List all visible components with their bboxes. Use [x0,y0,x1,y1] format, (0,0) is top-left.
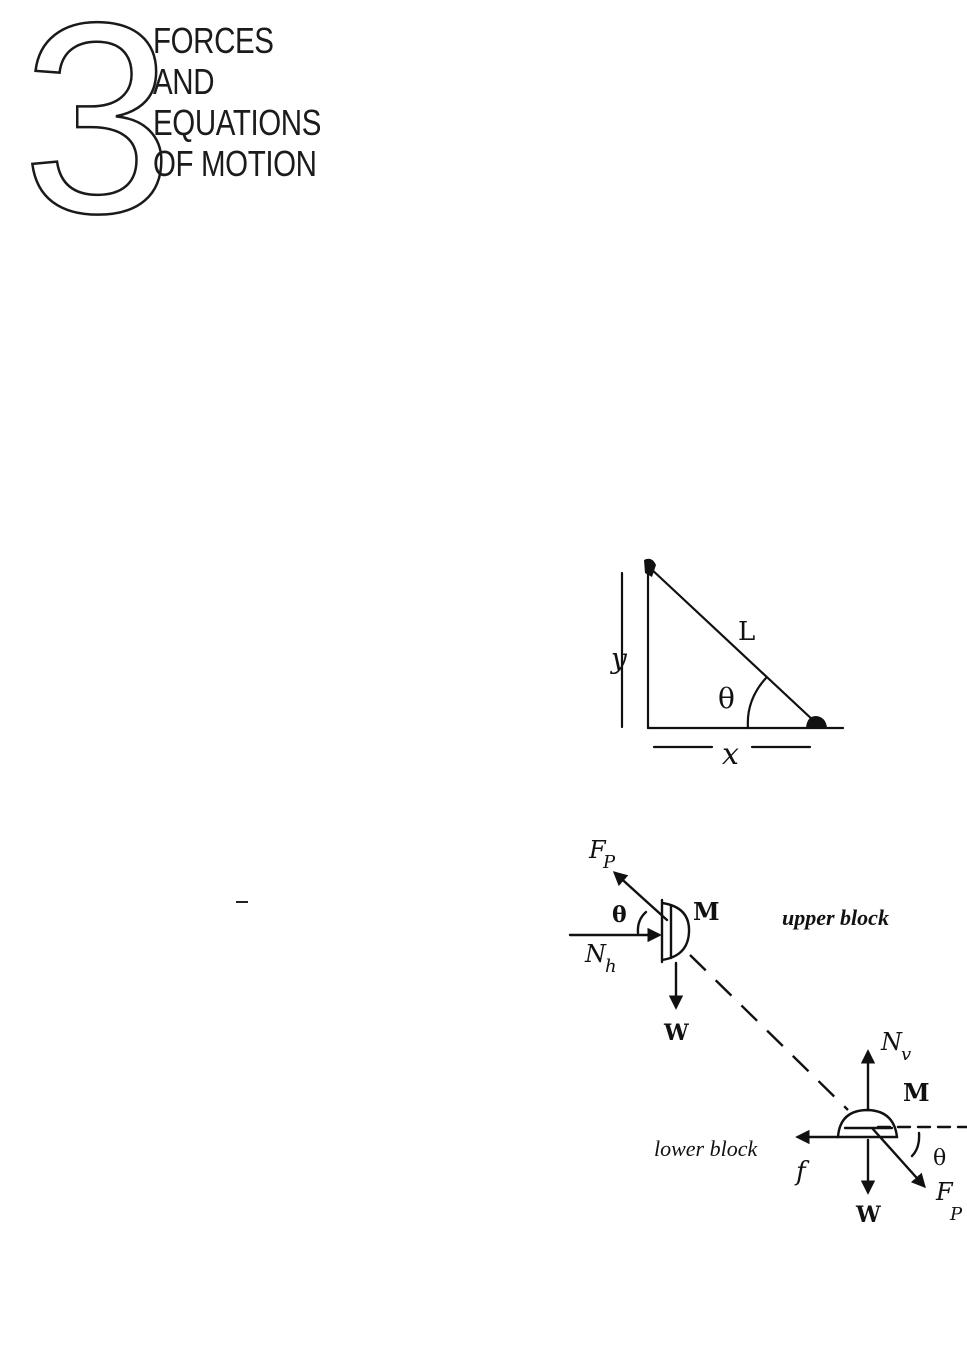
lower-block [836,1108,899,1139]
lower-normal-sub-label: v [901,1044,911,1065]
lower-pole-force-label: F [935,1178,954,1206]
upper-block [660,898,691,964]
chapter-title: FORCES AND EQUATIONS OF MOTION [153,20,321,184]
upper-normal-label: N [584,940,607,968]
upper-block-group [568,871,691,1010]
upper-pole-force-arrow [612,871,669,922]
upper-weight-label: W [663,1020,689,1046]
lower-block-caption: lower block [654,1136,758,1161]
lower-weight-label: W [855,1202,881,1228]
lower-pole-force-arrow [870,1126,926,1189]
upper-block-caption: upper block [782,905,889,930]
stray-dash-mark [236,901,248,903]
upper-angle-arc [636,910,648,935]
upper-pole-force-label: F [588,836,607,864]
chapter-title-line: OF MOTION [153,143,317,184]
hypotenuse-label: L [738,617,755,647]
upper-mass-label: M [693,897,720,926]
vertical-label: y [609,642,628,675]
upper-angle-label: θ [612,902,627,928]
lower-mass-label: M [903,1078,930,1107]
lower-pole-force-sub-label: P [949,1204,963,1225]
lower-normal-label: N [880,1028,903,1056]
top-endpoint [644,558,656,577]
horizontal-label: x [722,737,739,772]
upper-pole-force-sub-label: P [602,852,616,873]
angle-arc [746,676,768,730]
bottom-endpoint [806,716,827,728]
chapter-number: 3 [21,0,175,270]
lower-angle-arc [910,1131,921,1158]
lower-angle-label: θ [933,1146,946,1171]
connecting-pole-dashed [689,954,849,1111]
upper-normal-sub-label: h [605,956,617,977]
chapter-title-line: AND [153,61,215,102]
chapter-title-line: EQUATIONS [153,102,321,143]
chapter-title-line: FORCES [153,20,274,61]
lower-block-group [795,1049,967,1195]
triangle-hypotenuse [647,565,817,724]
angle-label: θ [718,682,735,715]
lower-friction-label: f [794,1157,810,1187]
